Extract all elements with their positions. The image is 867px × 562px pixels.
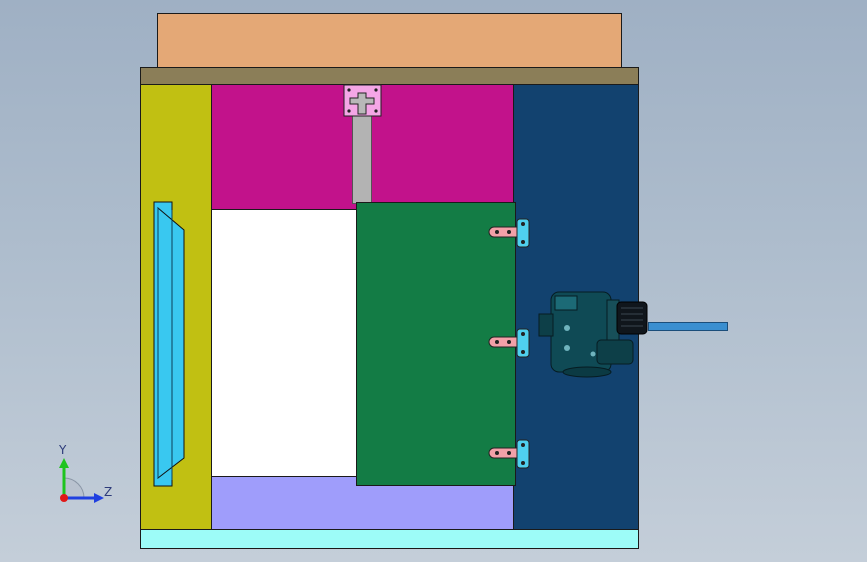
top-rail[interactable]	[140, 67, 639, 85]
axis-triad: Y Z	[58, 443, 112, 503]
hinge-middle[interactable]	[487, 327, 533, 359]
base-plate[interactable]	[140, 529, 639, 549]
top-bracket[interactable]	[343, 84, 383, 118]
motor-gearbox[interactable]	[537, 288, 655, 380]
top-plate[interactable]	[157, 13, 622, 68]
hinge-top[interactable]	[487, 217, 533, 249]
y-axis-label: Y	[58, 443, 67, 457]
y-axis-arrow	[59, 458, 69, 468]
hinge-bottom[interactable]	[487, 438, 533, 470]
slide-rod[interactable]	[352, 112, 372, 204]
z-axis-arrow	[94, 493, 104, 503]
window-frame[interactable]	[152, 200, 188, 488]
origin-icon	[60, 494, 68, 502]
drive-shaft[interactable]	[648, 322, 728, 331]
inner-opening	[211, 209, 357, 477]
z-axis-label: Z	[104, 485, 112, 499]
